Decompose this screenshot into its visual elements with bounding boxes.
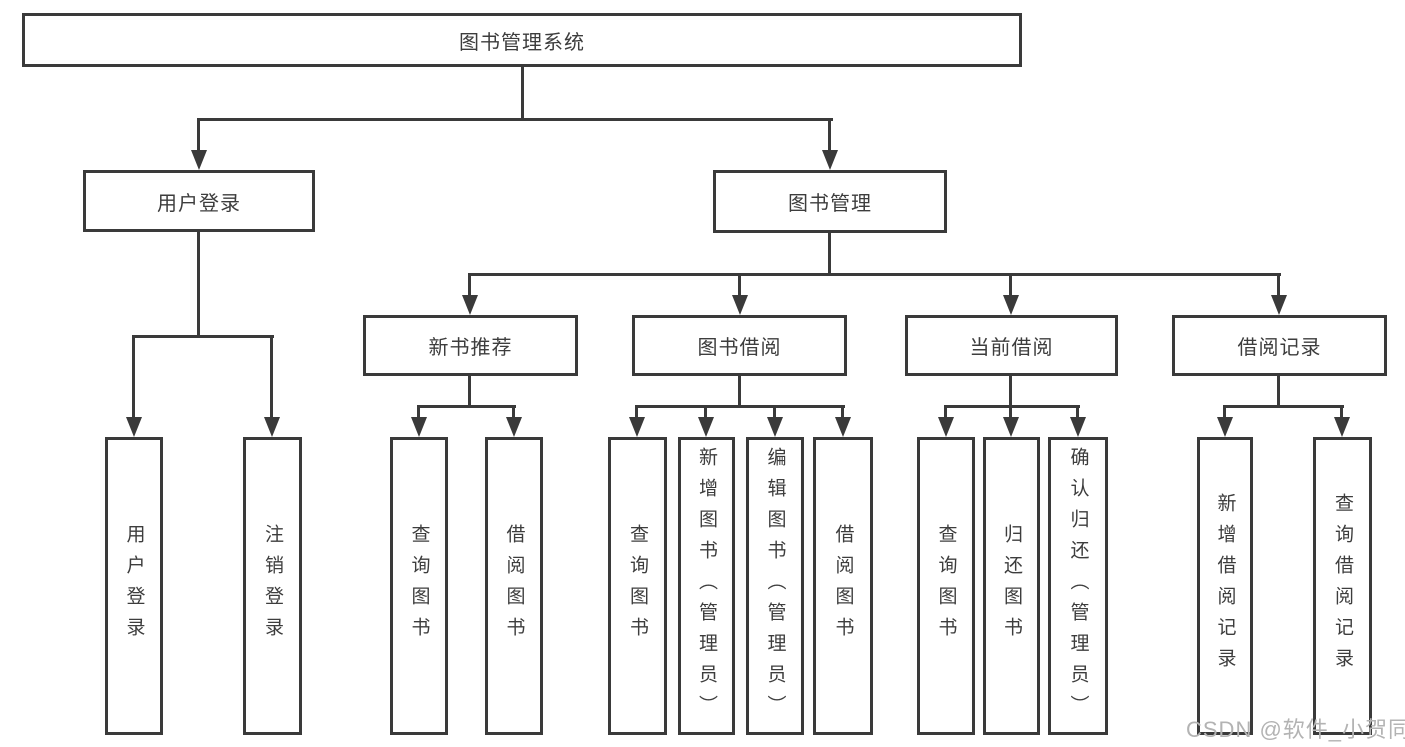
arrow-down-icon (732, 295, 748, 315)
leaf-query-books-recommend: 查询图书 (390, 437, 448, 735)
connector-line (1009, 405, 1012, 421)
connector-line (512, 405, 515, 421)
connector-line (1277, 273, 1280, 299)
arrow-down-icon (126, 417, 142, 437)
arrow-down-icon (629, 417, 645, 437)
connector-line (1223, 405, 1344, 408)
connector-line (468, 273, 1281, 276)
arrow-down-icon (1217, 417, 1233, 437)
connector-line (828, 118, 831, 152)
connector-line (417, 405, 420, 421)
node-current-borrowing: 当前借阅 (905, 315, 1118, 376)
connector-line (132, 335, 135, 419)
leaf-logout: 注销登录 (243, 437, 302, 735)
connector-line (468, 273, 471, 299)
connector-line (1009, 376, 1012, 407)
connector-line (944, 405, 947, 421)
connector-line (1076, 405, 1079, 421)
arrow-down-icon (191, 150, 207, 170)
leaf-borrow-books: 借阅图书 (813, 437, 873, 735)
connector-line (197, 232, 200, 335)
connector-line (738, 273, 741, 299)
leaf-query-books-borrow: 查询图书 (608, 437, 667, 735)
leaf-return-book: 归还图书 (983, 437, 1040, 735)
connector-line (270, 335, 273, 419)
connector-line (1009, 273, 1012, 299)
connector-line (521, 67, 524, 118)
arrow-down-icon (938, 417, 954, 437)
arrow-down-icon (1271, 295, 1287, 315)
leaf-confirm-return-admin: 确认归还（管理员） (1048, 437, 1108, 735)
connector-line (1223, 405, 1226, 421)
leaf-add-book-admin: 新增图书（管理员） (678, 437, 735, 735)
arrow-down-icon (1070, 417, 1086, 437)
arrow-down-icon (506, 417, 522, 437)
arrow-down-icon (835, 417, 851, 437)
arrow-down-icon (1334, 417, 1350, 437)
node-borrowing-records: 借阅记录 (1172, 315, 1387, 376)
arrow-down-icon (411, 417, 427, 437)
leaf-user-login: 用户登录 (105, 437, 163, 735)
leaf-query-books-current: 查询图书 (917, 437, 975, 735)
arrow-down-icon (698, 417, 714, 437)
node-root: 图书管理系统 (22, 13, 1022, 67)
node-user-login: 用户登录 (83, 170, 315, 232)
connector-line (1277, 376, 1280, 407)
connector-line (944, 405, 1080, 408)
arrow-down-icon (767, 417, 783, 437)
connector-line (417, 405, 516, 408)
connector-line (197, 118, 833, 121)
connector-line (635, 405, 845, 408)
leaf-borrow-books-recommend: 借阅图书 (485, 437, 543, 735)
connector-line (828, 233, 831, 273)
arrow-down-icon (1003, 417, 1019, 437)
node-book-management: 图书管理 (713, 170, 947, 233)
arrow-down-icon (1003, 295, 1019, 315)
leaf-query-borrow-record: 查询借阅记录 (1313, 437, 1372, 735)
connector-line (738, 376, 741, 407)
arrow-down-icon (822, 150, 838, 170)
leaf-edit-book-admin: 编辑图书（管理员） (746, 437, 804, 735)
connector-line (1340, 405, 1343, 421)
connector-line (132, 335, 274, 338)
connector-line (704, 405, 707, 421)
watermark: CSDN @软件_小贺同学 (1186, 717, 1405, 742)
connector-line (468, 376, 471, 407)
arrow-down-icon (462, 295, 478, 315)
leaf-add-borrow-record: 新增借阅记录 (1197, 437, 1253, 735)
connector-line (635, 405, 638, 421)
connector-line (841, 405, 844, 421)
node-new-book-recommendation: 新书推荐 (363, 315, 578, 376)
connector-line (773, 405, 776, 421)
connector-line (197, 118, 200, 152)
node-book-borrowing: 图书借阅 (632, 315, 847, 376)
arrow-down-icon (264, 417, 280, 437)
